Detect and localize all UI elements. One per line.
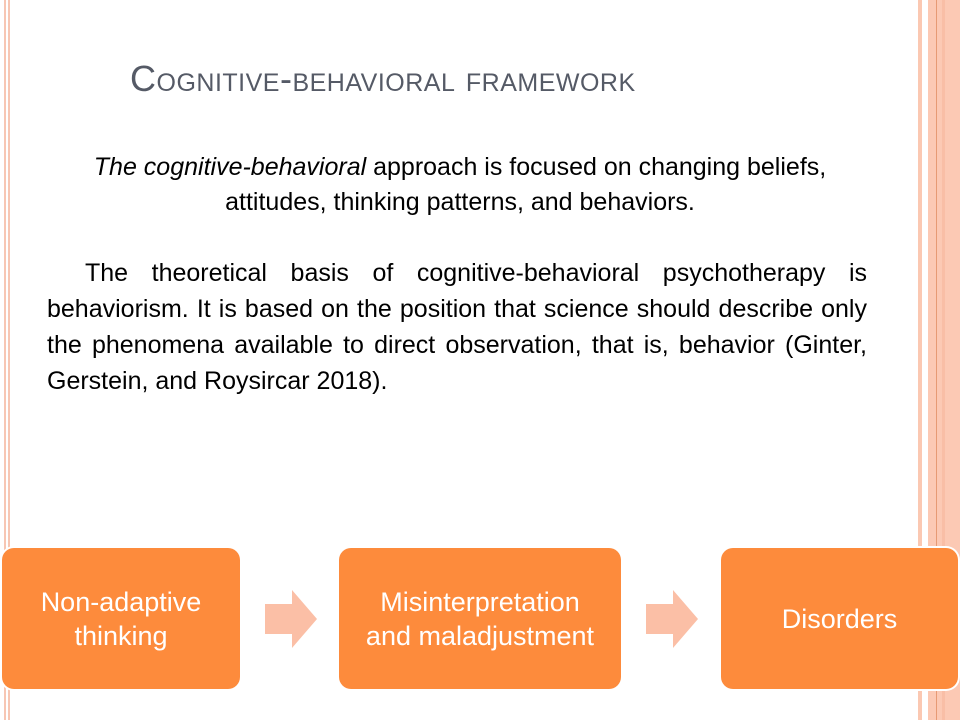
flow-box-misinterpretation: Misinterpretation and maladjustment bbox=[339, 548, 621, 689]
right-border-stripe bbox=[918, 0, 922, 720]
right-border-line bbox=[936, 0, 937, 720]
intro-text: approach is focused on changing beliefs,… bbox=[225, 153, 827, 216]
left-border-line bbox=[4, 0, 6, 720]
basis-paragraph: The theoretical basis of cognitive-behav… bbox=[47, 259, 867, 395]
flow-box-non-adaptive-thinking: Non-adaptive thinking bbox=[2, 548, 240, 689]
arrow-right-icon bbox=[265, 590, 317, 648]
left-border-line bbox=[8, 0, 10, 720]
flow-label: Non-adaptive thinking bbox=[40, 586, 202, 651]
flow-label: Disorders bbox=[781, 603, 898, 634]
intro-paragraph: The cognitive-behavioral approach is foc… bbox=[60, 150, 860, 220]
slide-title: Cognitive-behavioral framework bbox=[130, 58, 636, 99]
right-border-line bbox=[942, 0, 945, 720]
intro-italic: The cognitive-behavioral bbox=[93, 153, 367, 181]
flow-label: Misinterpretation and maladjustment bbox=[365, 586, 595, 651]
flow-box-disorders: Disorders bbox=[721, 548, 958, 689]
arrow-right-icon bbox=[646, 590, 698, 648]
